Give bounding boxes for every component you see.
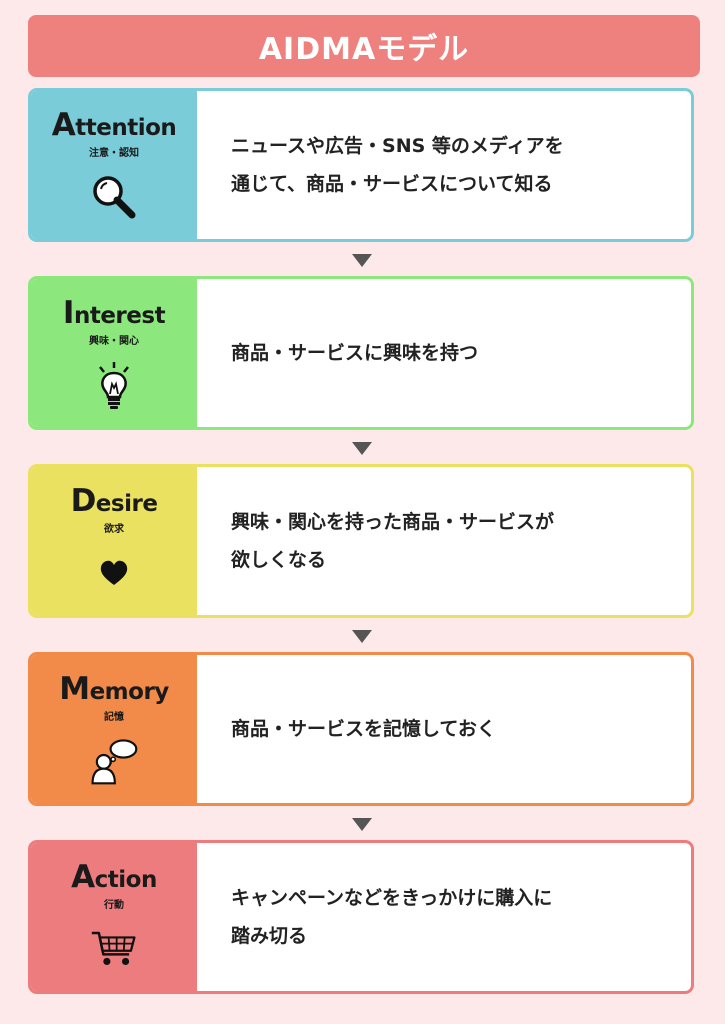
step-attention-description: ニュースや広告・SNS 等のメディアを 通じて、商品・サービスについて知る (231, 135, 564, 195)
magnifier-icon (90, 171, 138, 223)
step-interest: Interest 興味・関心 商品・サービスに興味を持つ (28, 276, 694, 430)
step-action-name: Action (71, 859, 157, 895)
heart-icon (90, 547, 138, 599)
step-attention-subtitle: 注意・認知 (89, 148, 139, 159)
step-action-subtitle: 行動 (104, 900, 124, 911)
step-interest-description: 商品・サービスに興味を持つ (231, 342, 479, 364)
flow-arrow-down-icon (352, 818, 372, 831)
flow-arrow-down-icon (352, 254, 372, 267)
flow-arrow-down-icon (352, 442, 372, 455)
title-banner: AIDMAモデル (28, 15, 700, 77)
shopping-cart-icon (90, 923, 138, 975)
step-memory-name: Memory (59, 671, 169, 707)
step-desire-description: 興味・関心を持った商品・サービスが 欲しくなる (231, 511, 555, 571)
step-desire-subtitle: 欲求 (104, 524, 124, 535)
step-interest-name: Interest (62, 295, 166, 331)
flow-arrow-down-icon (352, 630, 372, 643)
step-action: Action 行動 キャンペーンなどをきっかけに購入に 踏み切る (28, 840, 694, 994)
step-memory-description: 商品・サービスを記憶しておく (231, 718, 496, 740)
step-memory: Memory 記憶 商品・サービスを記憶しておく (28, 652, 694, 806)
step-desire-label-panel: Desire 欲求 (31, 467, 197, 615)
step-interest-label-panel: Interest 興味・関心 (31, 279, 197, 427)
step-action-description: キャンペーンなどをきっかけに購入に 踏み切る (231, 887, 553, 947)
step-action-label-panel: Action 行動 (31, 843, 197, 991)
step-memory-subtitle: 記憶 (104, 712, 124, 723)
lightbulb-icon (90, 359, 138, 411)
step-attention-label-panel: Attention 注意・認知 (31, 91, 197, 239)
step-memory-label-panel: Memory 記憶 (31, 655, 197, 803)
page-title: AIDMAモデル (258, 32, 470, 67)
step-desire: Desire 欲求 興味・関心を持った商品・サービスが 欲しくなる (28, 464, 694, 618)
step-attention: Attention 注意・認知 ニュースや広告・SNS 等のメディアを 通じて、… (28, 88, 694, 242)
step-attention-name: Attention (51, 107, 177, 143)
step-interest-subtitle: 興味・関心 (89, 336, 139, 347)
person-thought-bubble-icon (90, 735, 138, 787)
step-desire-name: Desire (70, 483, 158, 519)
